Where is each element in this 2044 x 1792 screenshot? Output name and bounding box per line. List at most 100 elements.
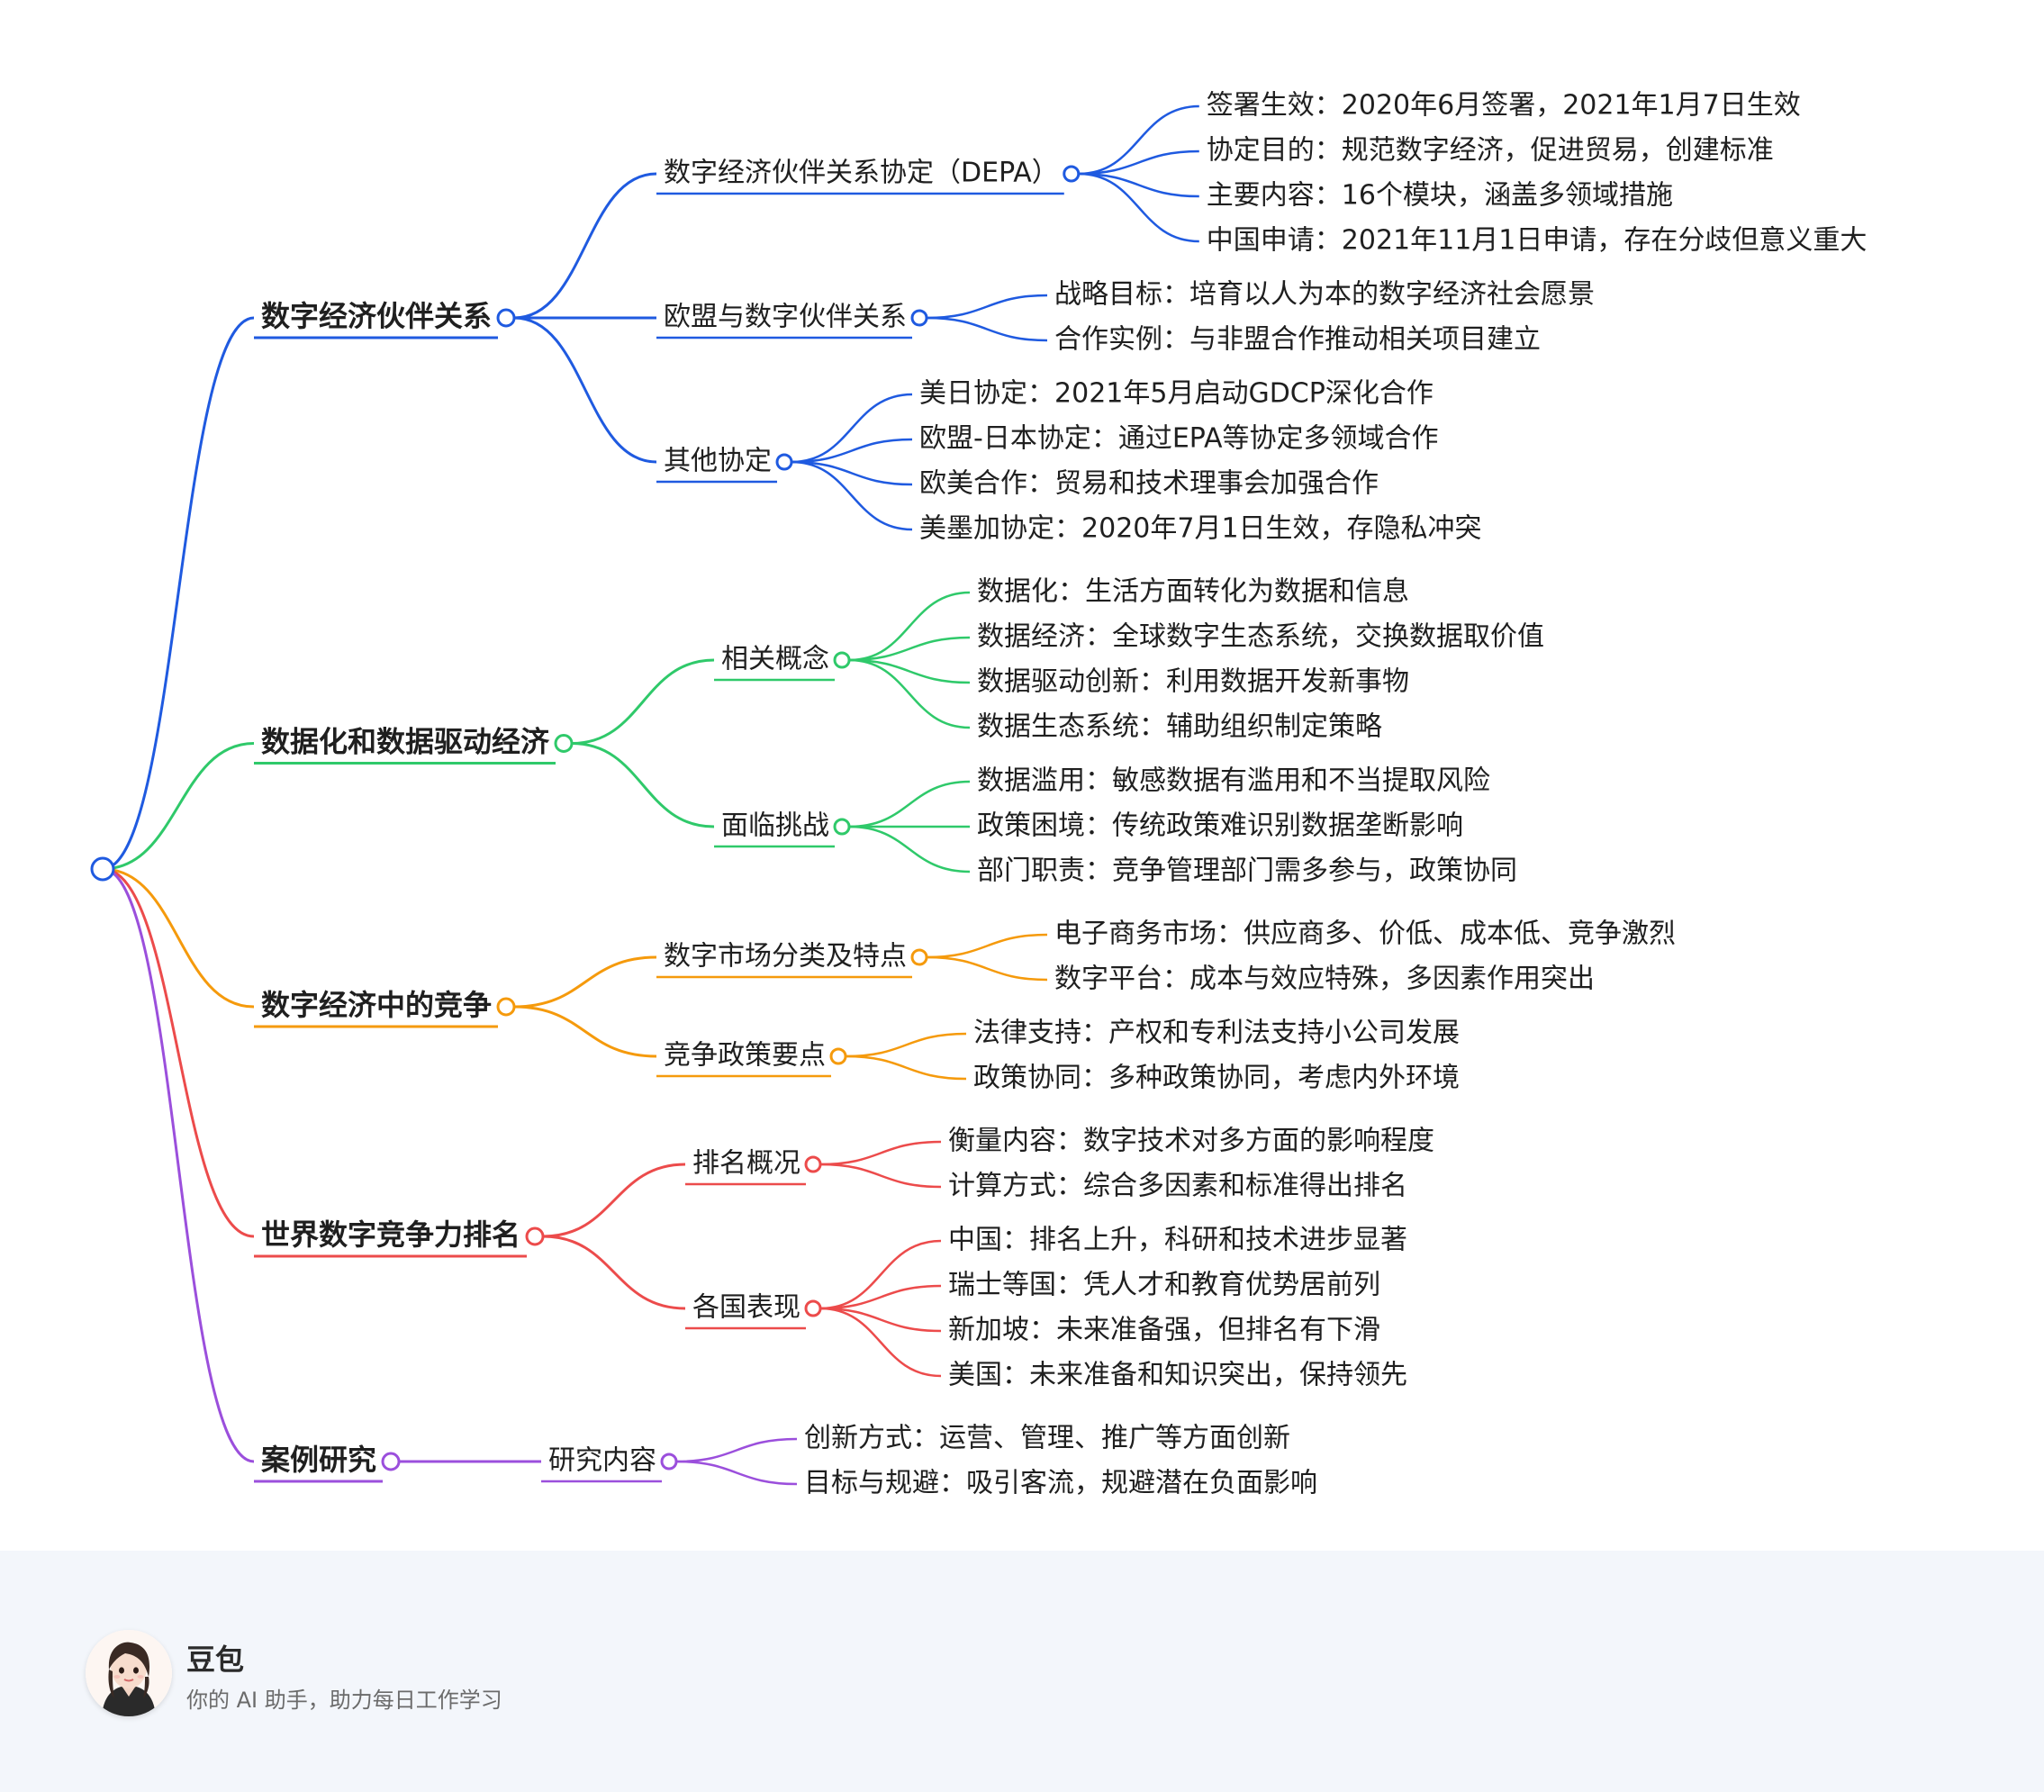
brand-name: 豆包 <box>186 1643 245 1677</box>
subtopic: 数字市场分类及特点 <box>664 941 907 973</box>
subtopic: 竞争政策要点 <box>664 1040 826 1072</box>
leaf-item: 数据驱动创新：利用数据开发新事物 <box>977 666 1409 698</box>
subtopic-connector <box>514 316 657 464</box>
subtopic-connector <box>514 955 657 1009</box>
leaf-connector <box>849 658 971 729</box>
subtopic-connector <box>543 1235 686 1310</box>
subtopic-connector <box>572 658 715 745</box>
subtopic-collapse-toggle[interactable] <box>910 948 928 966</box>
topic-2: 数据化和数据驱动经济 <box>261 725 550 759</box>
leaf-item: 数据经济：全球数字生态系统，交换数据取价值 <box>977 621 1544 653</box>
branch-connector <box>102 867 255 1463</box>
subtopic-collapse-toggle[interactable] <box>833 651 851 669</box>
topic-4: 世界数字竞争力排名 <box>261 1217 520 1252</box>
brand-slogan: 你的 AI 助手，助力每日工作学习 <box>186 1688 502 1713</box>
leaf-item: 美日协定：2021年5月启动GDCP深化合作 <box>919 378 1434 410</box>
leaf-connector <box>820 1239 942 1310</box>
leaf-item: 中国申请：2021年11月1日申请，存在分歧但意义重大 <box>1207 225 1868 257</box>
leaf-item: 新加坡：未来准备强，但排名有下滑 <box>948 1315 1380 1346</box>
leaf-connector <box>791 460 913 486</box>
assistant-avatar-icon <box>86 1630 172 1716</box>
topic-3: 数字经济中的竞争 <box>261 988 492 1022</box>
subtopic-collapse-toggle[interactable] <box>1063 165 1081 183</box>
branch-connector <box>102 742 255 871</box>
subtopic: 相关概念 <box>721 644 829 675</box>
leaf-connector <box>820 1163 942 1189</box>
leaf-item: 欧美合作：贸易和技术理事会加强合作 <box>919 468 1379 500</box>
topic-collapse-toggle[interactable] <box>381 1452 401 1471</box>
leaf-connector <box>927 933 1048 959</box>
leaf-item: 政策困境：传统政策难识别数据垄断影响 <box>977 810 1463 842</box>
leaf-connector <box>820 1307 942 1333</box>
subtopic-connector <box>543 1163 686 1238</box>
leaf-item: 签署生效：2020年6月签署，2021年1月7日生效 <box>1207 90 1801 122</box>
leaf-connector <box>1078 104 1199 176</box>
subtopic: 排名概况 <box>692 1148 800 1180</box>
subtopic-connector <box>572 742 715 828</box>
leaf-item: 数据滥用：敏感数据有滥用和不当提取风险 <box>977 765 1490 797</box>
subtopic-collapse-toggle[interactable] <box>775 453 793 471</box>
leaf-item: 中国：排名上升，科研和技术进步显著 <box>948 1225 1407 1256</box>
branch-connector <box>102 316 255 871</box>
root-node[interactable] <box>90 856 115 882</box>
leaf-item: 欧盟-日本协定：通过EPA等协定多领域合作 <box>919 423 1438 455</box>
leaf-connector <box>927 955 1048 982</box>
leaf-item: 电子商务市场：供应商多、价低、成本低、竞争激烈 <box>1054 919 1676 950</box>
leaf-item: 协定目的：规范数字经济，促进贸易，创建标准 <box>1207 135 1774 167</box>
topic-1: 数字经济伙伴关系 <box>261 299 492 333</box>
subtopic-collapse-toggle[interactable] <box>804 1299 822 1317</box>
subtopic-collapse-toggle[interactable] <box>829 1047 847 1065</box>
leaf-item: 主要内容：16个模块，涵盖多领域措施 <box>1207 180 1673 212</box>
subtopic: 各国表现 <box>692 1292 800 1324</box>
subtopic-collapse-toggle[interactable] <box>910 309 928 327</box>
leaf-connector <box>849 658 971 684</box>
leaf-connector <box>1078 149 1199 176</box>
subtopic-connector <box>514 172 657 320</box>
subtopic-collapse-toggle[interactable] <box>660 1453 678 1471</box>
leaf-item: 美墨加协定：2020年7月1日生效，存隐私冲突 <box>919 513 1482 545</box>
footer <box>0 1551 2044 1792</box>
leaf-item: 数字平台：成本与效应特殊，多因素作用突出 <box>1054 964 1595 995</box>
subtopic: 面临挑战 <box>721 810 829 842</box>
leaf-connector <box>820 1284 942 1310</box>
subtopic-collapse-toggle[interactable] <box>833 818 851 836</box>
leaf-item: 战略目标：培育以人为本的数字经济社会愿景 <box>1054 279 1595 311</box>
leaf-item: 计算方式：综合多因素和标准得出排名 <box>948 1171 1407 1202</box>
leaf-item: 数据生态系统：辅助组织制定策略 <box>977 711 1382 743</box>
topic-collapse-toggle[interactable] <box>496 308 516 328</box>
leaf-connector <box>791 393 913 464</box>
leaf-item: 目标与规避：吸引客流，规避潜在负面影响 <box>804 1468 1317 1499</box>
branch-connector <box>102 867 255 1009</box>
subtopic: 其他协定 <box>664 446 772 477</box>
subtopic: 欧盟与数字伙伴关系 <box>664 302 907 333</box>
topic-5: 案例研究 <box>261 1443 376 1477</box>
leaf-item: 瑞士等国：凭人才和教育优势居前列 <box>948 1270 1380 1301</box>
leaf-item: 法律支持：产权和专利法支持小公司发展 <box>973 1018 1460 1049</box>
mind-map: 数字经济伙伴关系数字经济伙伴关系协定（DEPA）签署生效：2020年6月签署，2… <box>90 90 1868 1499</box>
topic-collapse-toggle[interactable] <box>525 1226 545 1246</box>
subtopic: 研究内容 <box>548 1445 656 1477</box>
leaf-connector <box>849 825 971 873</box>
leaf-connector <box>676 1437 798 1463</box>
subtopic-connector <box>514 1005 657 1058</box>
leaf-item: 数据化：生活方面转化为数据和信息 <box>977 576 1409 608</box>
leaf-item: 政策协同：多种政策协同，考虑内外环境 <box>973 1063 1460 1094</box>
topic-collapse-toggle[interactable] <box>496 997 516 1017</box>
leaf-item: 创新方式：运营、管理、推广等方面创新 <box>804 1423 1290 1454</box>
topic-collapse-toggle[interactable] <box>554 734 574 753</box>
leaf-connector <box>927 316 1048 342</box>
branch-connector <box>102 867 255 1238</box>
leaf-connector <box>820 1140 942 1166</box>
leaf-connector <box>676 1460 798 1486</box>
leaf-connector <box>1078 172 1199 198</box>
subtopic-collapse-toggle[interactable] <box>804 1155 822 1173</box>
leaf-connector <box>849 591 971 662</box>
leaf-item: 美国：未来准备和知识突出，保持领先 <box>948 1360 1407 1391</box>
leaf-connector <box>849 780 971 828</box>
leaf-connector <box>1078 172 1199 243</box>
leaf-item: 衡量内容：数字技术对多方面的影响程度 <box>948 1126 1434 1157</box>
leaf-connector <box>846 1054 967 1081</box>
leaf-connector <box>846 1032 967 1058</box>
leaf-connector <box>791 460 913 531</box>
